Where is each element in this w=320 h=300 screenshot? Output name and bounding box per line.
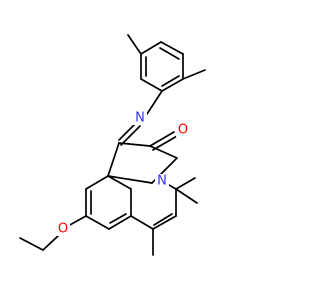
bond bbox=[159, 47, 180, 60]
imine-nitrogen-label: N bbox=[135, 111, 145, 126]
label-background bbox=[176, 123, 190, 137]
structure-canvas: N O N O bbox=[19, 34, 206, 256]
bond bbox=[153, 213, 173, 226]
bond bbox=[160, 41, 184, 55]
bond bbox=[107, 175, 153, 184]
bond bbox=[146, 90, 163, 115]
bond bbox=[130, 215, 154, 230]
bond-layer bbox=[19, 34, 206, 256]
bond bbox=[85, 215, 110, 230]
label-background bbox=[56, 222, 70, 236]
bond bbox=[19, 237, 44, 251]
bond bbox=[149, 131, 175, 147]
bond bbox=[108, 215, 132, 230]
bond bbox=[175, 188, 198, 204]
bond bbox=[140, 78, 163, 92]
ring-nitrogen-label: N bbox=[157, 174, 167, 189]
bond bbox=[120, 125, 141, 146]
ether-oxygen-label: O bbox=[58, 222, 68, 237]
bond bbox=[161, 78, 184, 92]
bond bbox=[182, 69, 206, 80]
bond bbox=[127, 34, 142, 55]
bond bbox=[107, 142, 120, 177]
bond bbox=[109, 213, 127, 224]
bond bbox=[140, 41, 162, 55]
bond bbox=[107, 175, 132, 190]
molecule-structure: N O N O bbox=[19, 34, 206, 256]
bond bbox=[149, 145, 178, 159]
bond bbox=[175, 177, 196, 190]
bond bbox=[42, 235, 59, 251]
bond bbox=[161, 75, 180, 87]
bond bbox=[152, 135, 178, 151]
bond bbox=[85, 175, 109, 190]
label-background bbox=[133, 111, 147, 125]
bond bbox=[67, 215, 87, 227]
carbonyl-oxygen-label: O bbox=[178, 123, 188, 138]
bond bbox=[118, 142, 151, 147]
atom-label-layer: N O N O bbox=[56, 111, 190, 237]
label-background bbox=[155, 174, 169, 188]
bond bbox=[152, 215, 177, 230]
